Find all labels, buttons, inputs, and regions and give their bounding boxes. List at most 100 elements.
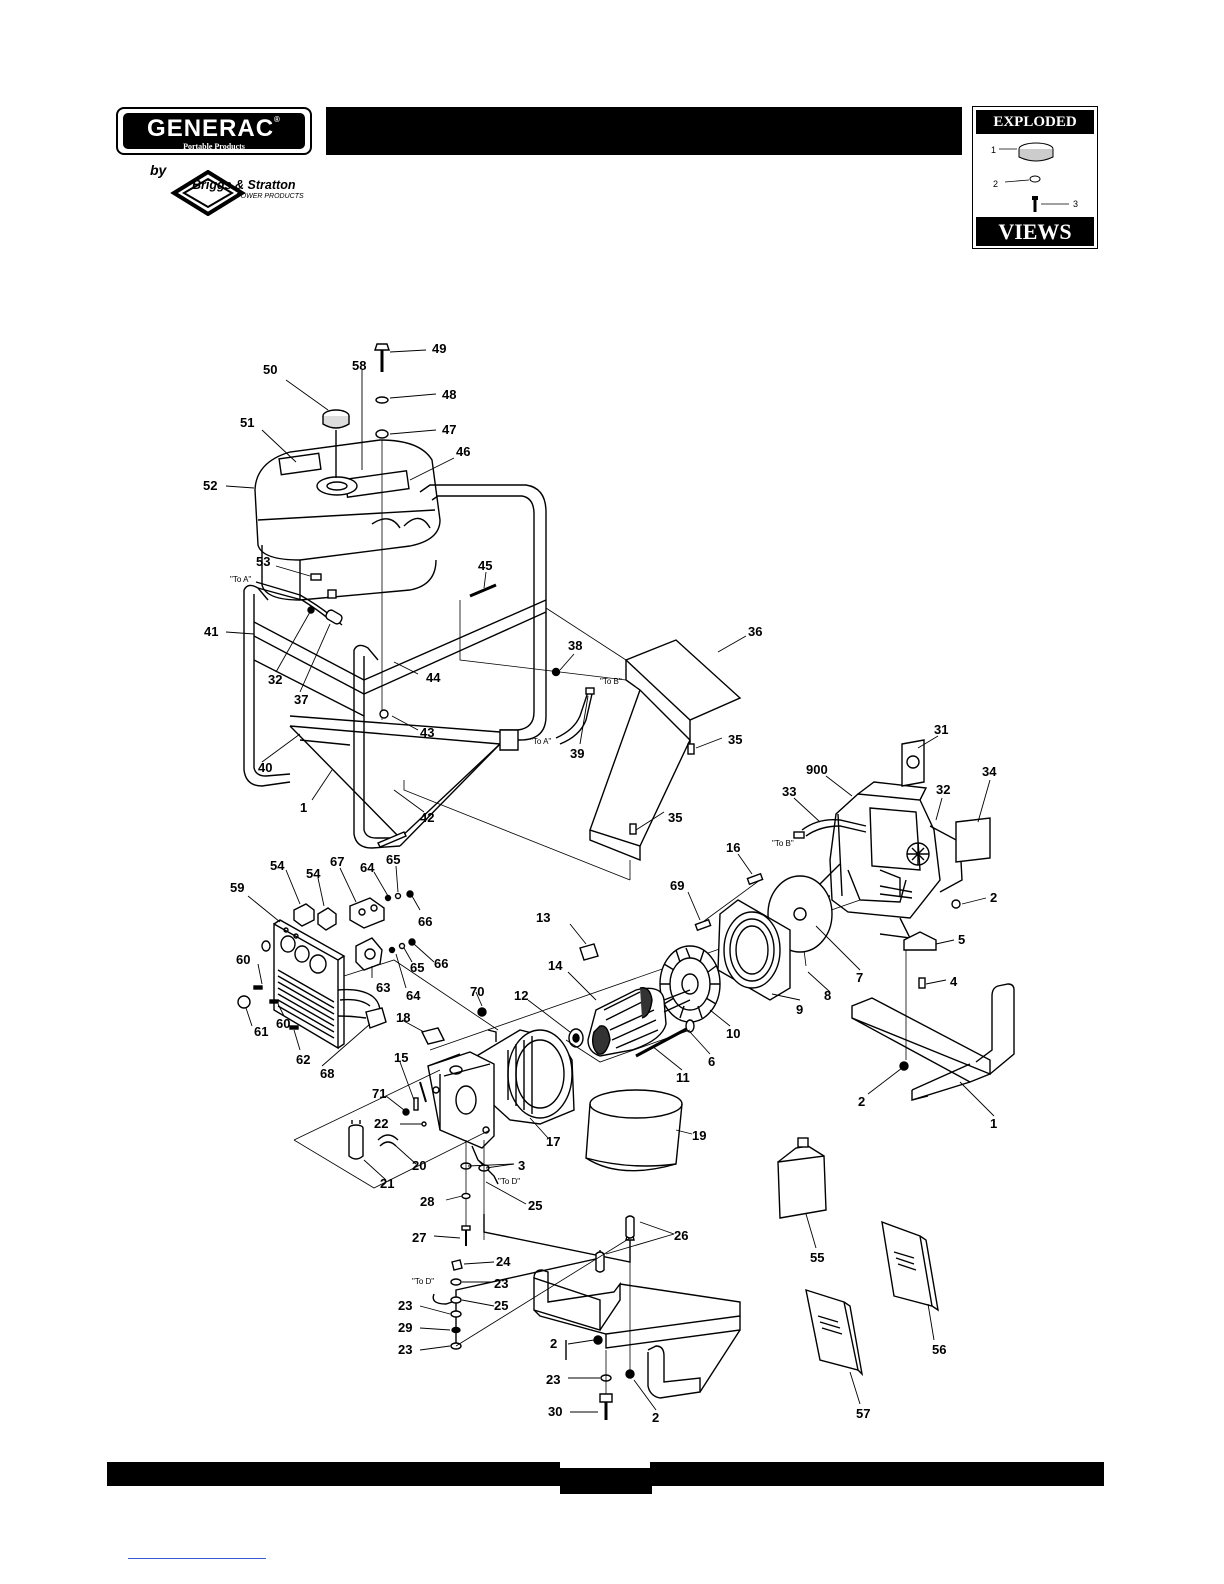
callout-51: 51: [240, 415, 254, 430]
callout-62: 62: [296, 1052, 310, 1067]
callout-22: 22: [374, 1116, 388, 1131]
callout-6: 6: [708, 1054, 715, 1069]
callout-52: 52: [203, 478, 217, 493]
callout-46: 46: [456, 444, 470, 459]
callout-23-c: 23: [398, 1342, 412, 1357]
brand-name: GENERAC: [147, 115, 275, 142]
callout-69: 69: [670, 878, 684, 893]
note-to-d-upper: "To D": [498, 1177, 520, 1186]
callout-54-left: 54: [270, 858, 285, 873]
registered-mark: ®: [274, 115, 281, 124]
footer-link-underline: [128, 1558, 266, 1559]
badge-num-1: 1: [991, 145, 997, 155]
callout-10: 10: [726, 1026, 740, 1041]
callout-2-cradle-upper: 2: [550, 1336, 557, 1351]
callout-38: 38: [568, 638, 582, 653]
callout-58: 58: [352, 358, 366, 373]
callout-60-upper: 60: [236, 952, 250, 967]
callout-2-cradle-lower: 2: [652, 1410, 659, 1425]
callout-45: 45: [478, 558, 492, 573]
callout-11: 11: [676, 1070, 690, 1085]
callout-32-fuel: 32: [268, 672, 282, 687]
brand-subtitle: Portable Products: [183, 142, 245, 151]
badge-num-3: 3: [1073, 199, 1079, 209]
rotor-assembly: [587, 987, 691, 1057]
callout-23-a: 23: [494, 1276, 508, 1291]
callout-44: 44: [426, 670, 441, 685]
callout-67: 67: [330, 854, 344, 869]
callout-18: 18: [396, 1010, 410, 1025]
callout-29: 29: [398, 1320, 412, 1335]
stator-cover-band: [585, 1089, 683, 1172]
connection-notes: "To A" "To B" "To A" "To B" "To D" "To D…: [230, 575, 794, 1286]
exploded-views-badge: EXPLODED 1 2 3 VIEWS: [972, 106, 1098, 249]
callout-16: 16: [726, 840, 740, 855]
footer-page-notch: [560, 1462, 650, 1468]
callout-59: 59: [230, 880, 244, 895]
oil-bottle: [777, 1137, 827, 1219]
callout-64-lower: 64: [406, 988, 421, 1003]
callout-9: 9: [796, 1002, 803, 1017]
callout-56: 56: [932, 1342, 946, 1357]
vibration-mounts: [455, 1140, 635, 1346]
callout-53: 53: [256, 554, 270, 569]
note-to-a-duct: "To A": [530, 737, 551, 746]
callout-49: 49: [432, 341, 446, 356]
badge-num-2: 2: [993, 179, 999, 189]
callout-7: 7: [856, 970, 863, 985]
callout-23-b: 23: [398, 1298, 412, 1313]
callout-1-right: 1: [990, 1116, 997, 1131]
note-to-a-fuel: "To A": [230, 575, 251, 584]
callout-12: 12: [514, 988, 528, 1003]
callout-19: 19: [692, 1128, 706, 1143]
generac-logo: GENERAC® Portable Products: [116, 107, 312, 155]
bottom-cradle-frame: [533, 1269, 741, 1399]
callout-3: 3: [518, 1158, 525, 1173]
callout-48: 48: [442, 387, 456, 402]
badge-top-text: EXPLODED: [976, 110, 1094, 134]
callout-2-engine: 2: [990, 890, 997, 905]
callout-24: 24: [496, 1254, 511, 1269]
tank-bolt-stack: [374, 343, 390, 720]
control-panel: [261, 919, 346, 1050]
callout-65-lower: 65: [410, 960, 424, 975]
callout-37: 37: [294, 692, 308, 707]
callout-60-lower: 60: [276, 1016, 290, 1031]
cooling-fan: [659, 945, 721, 1023]
callout-23-d: 23: [546, 1372, 560, 1387]
callout-36: 36: [748, 624, 762, 639]
callout-5: 5: [958, 932, 965, 947]
callout-1-left: 1: [300, 800, 307, 815]
callout-labels: 49 50 58 48 51 47 46 52 53 45 41 36 38 3…: [203, 341, 997, 1425]
callout-41: 41: [204, 624, 218, 639]
tubular-frame: [243, 484, 547, 849]
callout-900: 900: [806, 762, 828, 777]
callout-71: 71: [372, 1086, 386, 1101]
fuel-tank: [254, 439, 441, 601]
callout-25-lower: 25: [494, 1298, 508, 1313]
callout-43: 43: [420, 725, 434, 740]
note-to-b-engine: "To B": [772, 839, 794, 848]
generac-logo-plate: GENERAC® Portable Products: [123, 113, 305, 151]
callout-27: 27: [412, 1230, 426, 1245]
badge-mini-explode-icon: [999, 142, 1069, 212]
callout-21: 21: [380, 1176, 394, 1191]
callout-40: 40: [258, 760, 272, 775]
callout-13: 13: [536, 910, 550, 925]
callout-47: 47: [442, 422, 456, 437]
air-duct-panel: [589, 639, 742, 862]
callout-4: 4: [950, 974, 958, 989]
rear-bearing-carrier: [419, 1029, 575, 1149]
callout-66-upper: 66: [418, 914, 432, 929]
callout-17: 17: [546, 1134, 560, 1149]
callout-8: 8: [824, 988, 831, 1003]
callout-66-lower: 66: [434, 956, 448, 971]
partner-name: Briggs & Stratton: [192, 178, 296, 192]
callout-55: 55: [810, 1250, 824, 1265]
callout-68: 68: [320, 1066, 334, 1081]
callout-14: 14: [548, 958, 563, 973]
right-base-frame: [851, 983, 1015, 1101]
callout-65-upper: 65: [386, 852, 400, 867]
fuel-line: [255, 573, 343, 626]
